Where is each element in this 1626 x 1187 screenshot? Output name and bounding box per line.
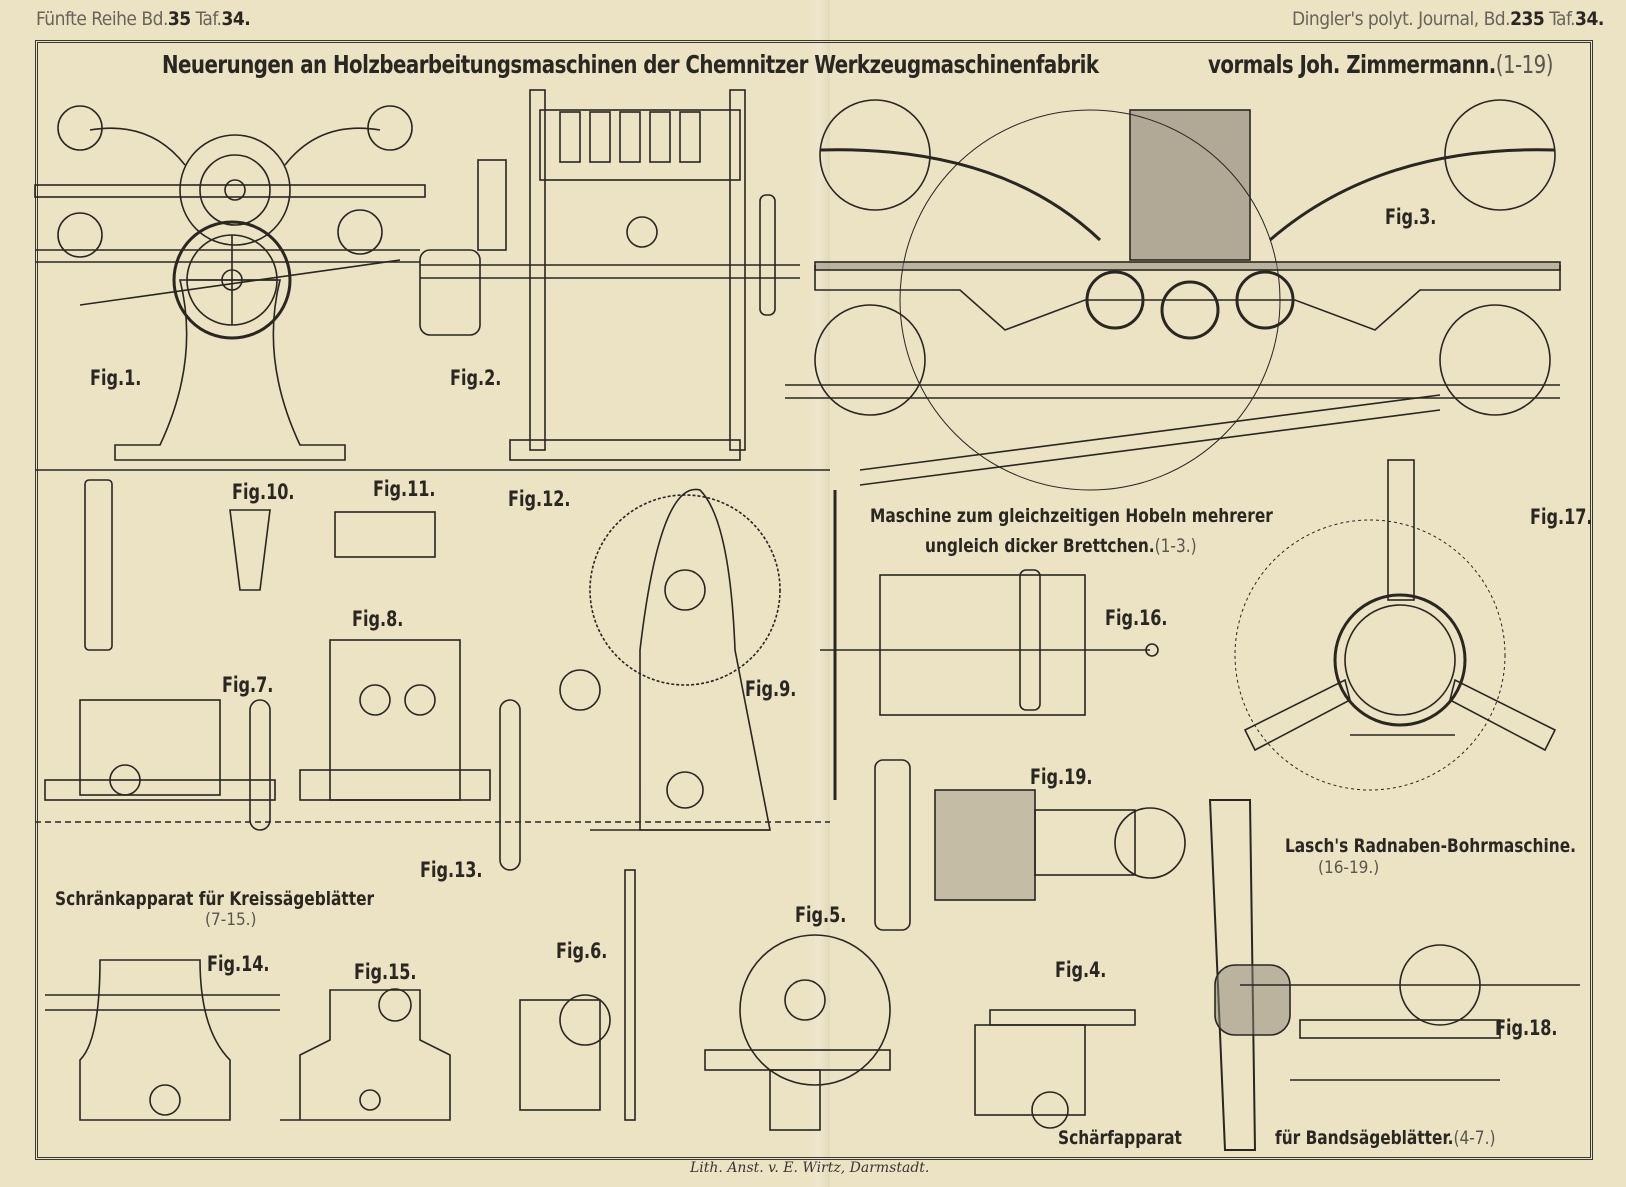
fig1-label: Fig.1. [90, 366, 142, 390]
fig7-fig8-drawing [44, 479, 521, 871]
fig14-label: Fig.14. [207, 952, 270, 976]
page-fold [808, 0, 830, 1187]
volume-number: 35 [167, 8, 191, 30]
lithographer-credit: Lith. Anst. v. E. Wirtz, Darmstadt. [690, 1160, 930, 1176]
planer-caption-text: ungleich dicker Brettchen. [925, 535, 1155, 557]
plate-label: Taf. [195, 8, 222, 30]
fig12-label: Fig.12. [508, 487, 571, 511]
fig11-label: Fig.11. [373, 477, 436, 501]
fig8-label: Fig.8. [352, 607, 404, 631]
fig17-label: Fig.17. [1530, 505, 1593, 529]
boring-caption: Lasch's Radnaben-Bohrmaschine. [1285, 835, 1576, 857]
fig10-label: Fig.10. [232, 480, 295, 504]
fig16-label: Fig.16. [1105, 606, 1168, 630]
bandsaw-caption: für Bandsägeblätter.(4-7.) [1275, 1127, 1495, 1149]
fig15-label: Fig.15. [354, 960, 417, 984]
fig17-drawing [1234, 459, 1557, 791]
fig13-label: Fig.13. [420, 858, 483, 882]
fig6-label: Fig.6. [556, 939, 608, 963]
fig16-fig19-drawing [820, 490, 1186, 931]
fig7-label: Fig.7. [222, 673, 274, 697]
fig5-fig6-drawing [519, 869, 891, 1131]
plate-number: 34. [221, 8, 251, 30]
title-range: (1-19) [1495, 50, 1554, 79]
setting-caption-range: (7-15.) [205, 910, 257, 930]
sharpening-caption: Schärfapparat [1058, 1127, 1182, 1149]
plate-frame [35, 40, 1593, 1160]
fig2-label: Fig.2. [450, 366, 502, 390]
header-left: Fünfte Reihe Bd.35 Taf.34. [36, 8, 251, 30]
fig18-drawing [1208, 799, 1580, 1151]
fig3-label: Fig.3. [1385, 205, 1437, 229]
plate-title: Neuerungen an Holzbearbeitungsmaschinen … [162, 50, 1099, 79]
bandsaw-caption-range: (4-7.) [1453, 1127, 1496, 1149]
boring-caption-range: (16-19.) [1318, 858, 1380, 878]
fig3-drawing [785, 99, 1561, 491]
planer-caption-line2: ungleich dicker Brettchen.(1-3.) [925, 535, 1197, 557]
fig2-drawing [419, 89, 800, 461]
fig14-fig15-drawing [45, 959, 451, 1121]
fig19-label: Fig.19. [1030, 765, 1093, 789]
journal-plate-label: Taf. [1549, 8, 1576, 30]
series-label: Fünfte Reihe Bd. [36, 8, 168, 30]
fig18-label: Fig.18. [1495, 1016, 1558, 1040]
planer-caption-line1: Maschine zum gleichzeitigen Hobeln mehre… [870, 505, 1273, 527]
journal-volume: 235 [1510, 8, 1545, 30]
plate-title-continuation: vormals Joh. Zimmermann.(1-19) [1208, 50, 1553, 79]
title-continuation-text: vormals Joh. Zimmermann. [1208, 50, 1496, 79]
header-right: Dingler's polyt. Journal, Bd.235 Taf.34. [1292, 8, 1604, 30]
fig9-drawing [559, 488, 781, 831]
fig5-label: Fig.5. [795, 903, 847, 927]
fig1-drawing [34, 105, 426, 461]
fig9-label: Fig.9. [745, 677, 797, 701]
planer-caption-range: (1-3.) [1154, 535, 1197, 557]
fig4-label: Fig.4. [1055, 958, 1107, 982]
setting-caption: Schränkapparat für Kreissägeblätter [55, 888, 375, 910]
bandsaw-caption-text: für Bandsägeblätter. [1275, 1127, 1454, 1149]
journal-plate-number: 34. [1575, 8, 1604, 30]
journal-label: Dingler's polyt. Journal, Bd. [1292, 8, 1511, 30]
fig4-drawing [974, 1009, 1136, 1129]
